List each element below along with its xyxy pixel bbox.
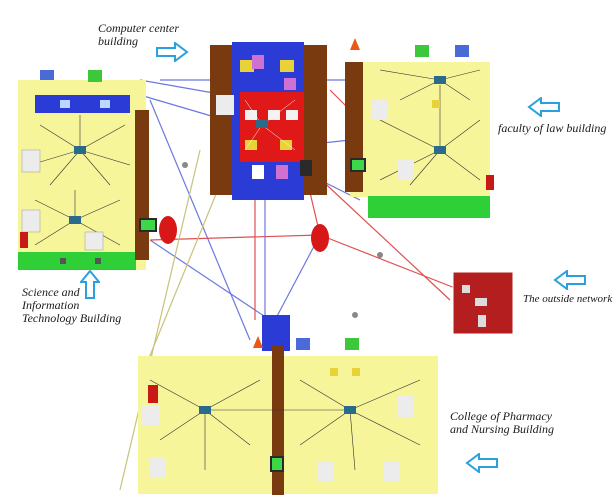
arrow-left-icon <box>553 270 586 290</box>
arrow-left-icon <box>527 97 560 117</box>
faculty-of-law-building <box>345 45 494 218</box>
outside-network-box <box>452 271 514 335</box>
label-outside-network: The outside network <box>523 293 613 305</box>
computer-center-building <box>210 38 360 200</box>
science-it-building <box>18 70 177 270</box>
label-pharmacy-nursing: College of Pharmacy and Nursing Building <box>450 409 555 436</box>
pharmacy-nursing-building <box>138 315 438 495</box>
arrow-up-icon <box>80 270 100 299</box>
arrow-right-icon <box>156 42 189 62</box>
label-computer-center: Computer center building <box>98 21 179 48</box>
label-faculty-of-law: faculty of law building <box>498 121 607 135</box>
router-icon <box>311 224 329 252</box>
arrow-left-icon <box>465 453 498 473</box>
inter-building-links <box>119 79 461 491</box>
label-science-it: Science and Information Technology Build… <box>22 285 122 325</box>
